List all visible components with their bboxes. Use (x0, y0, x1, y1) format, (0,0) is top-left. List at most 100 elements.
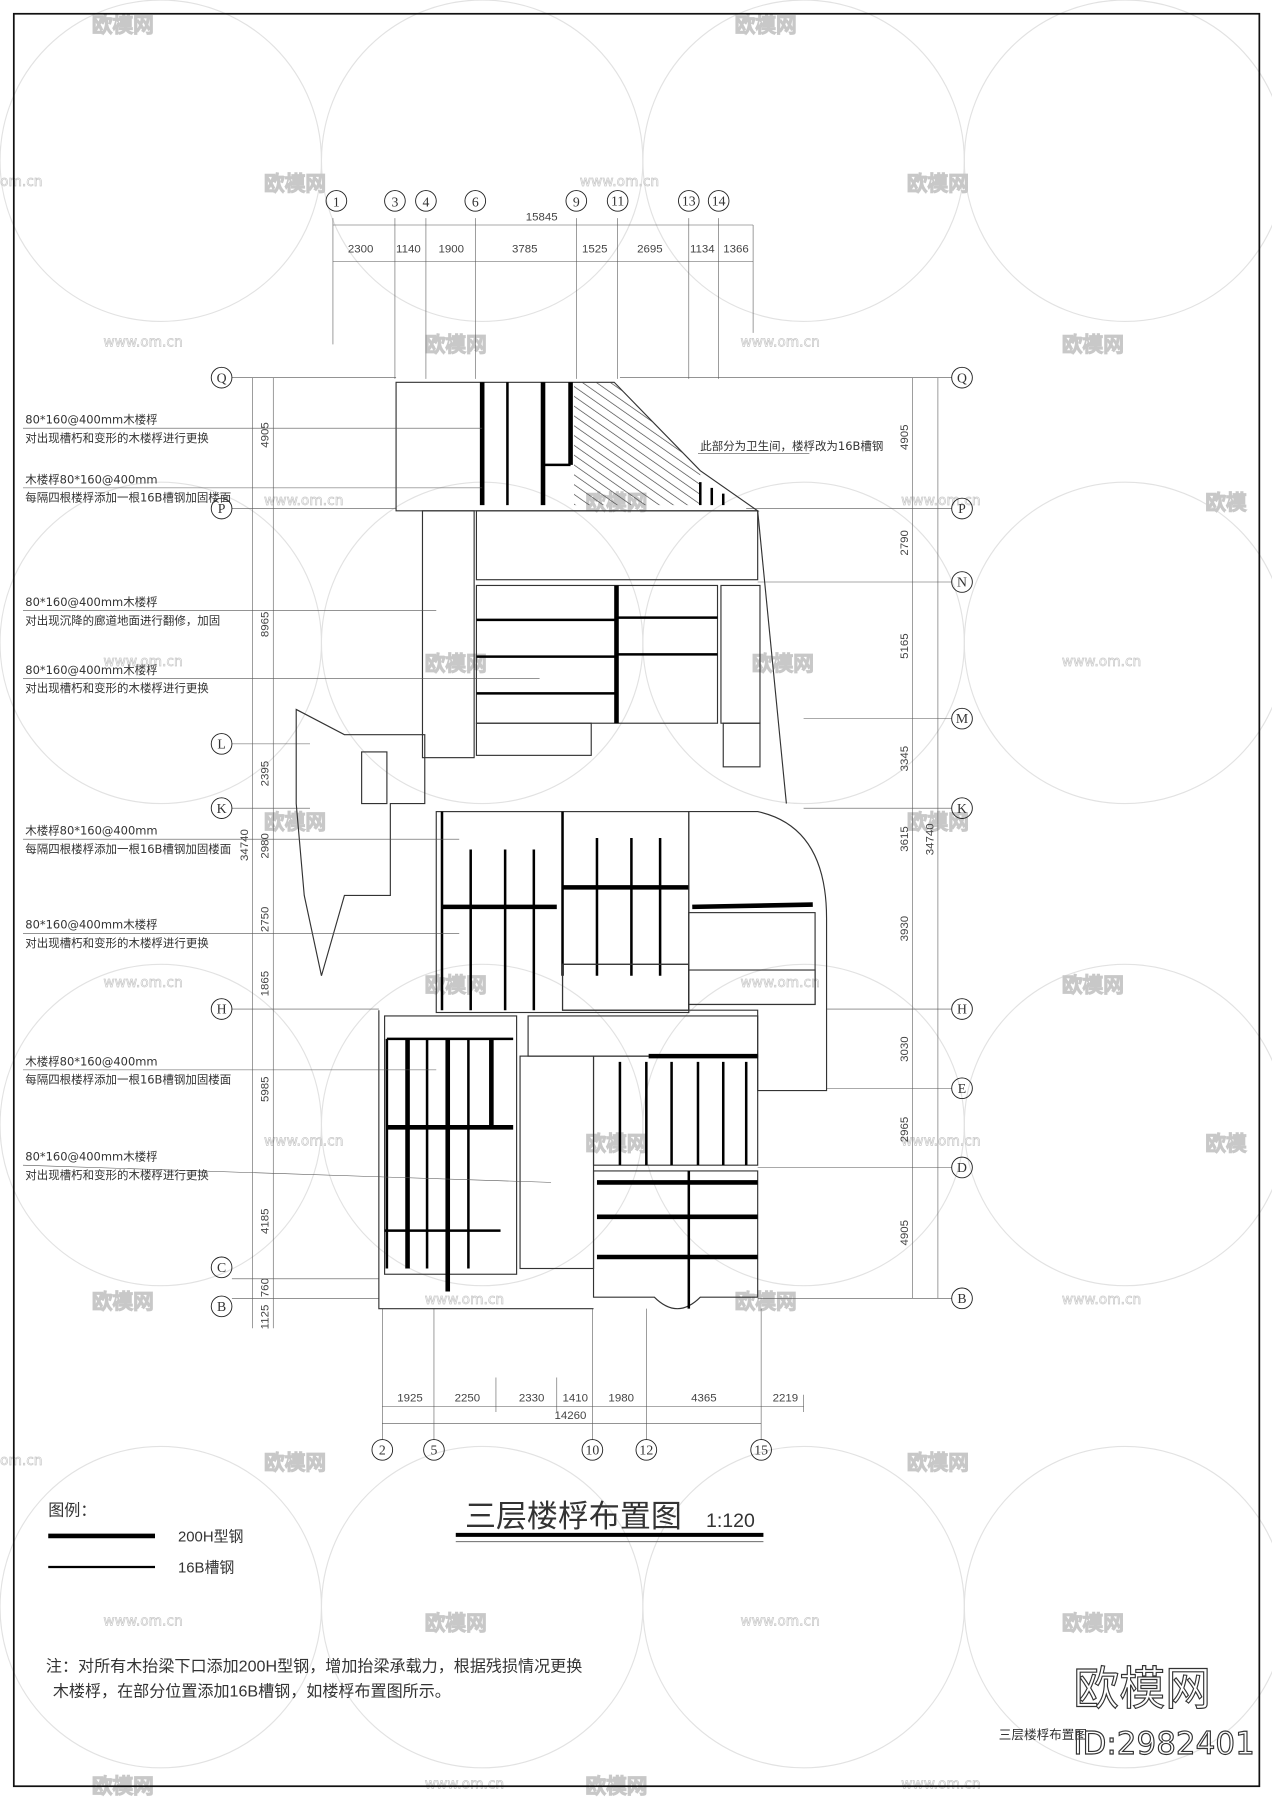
axis-label: 14 (712, 193, 726, 208)
axis-label: K (217, 801, 227, 816)
wall-outline (361, 751, 388, 805)
axis-label: 11 (611, 193, 624, 208)
right-dim: 3345 (899, 746, 911, 772)
axis-label: 2 (379, 1442, 386, 1457)
svg-text:欧模网: 欧模网 (1062, 973, 1124, 997)
svg-text:欧模网: 欧模网 (585, 1131, 647, 1155)
left-dim: 4905 (260, 422, 272, 448)
left-dim: 1865 (260, 971, 272, 997)
bottom-dim: 2330 (519, 1393, 545, 1405)
axis-label: B (217, 1299, 226, 1314)
svg-text:om.cn: om.cn (0, 1453, 43, 1469)
annotation-line2: 对出现槽朽和变形的木楼桴进行更换 (25, 431, 209, 445)
annotation-line2: 每隔四根楼桴添加一根16B槽钢加固楼面 (25, 491, 231, 505)
top-dim: 1900 (439, 244, 465, 256)
joist-area-hc-band (527, 1015, 759, 1057)
annotation-line2: 对出现槽朽和变形的木楼桴进行更换 (25, 936, 209, 950)
left-dim: 5985 (260, 1077, 272, 1103)
wall-outline (378, 1010, 594, 1310)
stair-area (421, 510, 475, 759)
legend-label: 16B槽钢 (178, 1560, 234, 1577)
svg-text:欧模网: 欧模网 (1062, 1611, 1124, 1635)
bottom-dim: 1410 (563, 1393, 589, 1405)
axis-label: H (217, 1002, 227, 1017)
svg-text:www.om.cn: www.om.cn (1062, 1292, 1141, 1308)
axis-label: 6 (472, 195, 479, 210)
joist-area-ed (592, 1053, 759, 1166)
bottom-dim: 1980 (608, 1393, 634, 1405)
svg-text:欧模: 欧模 (1205, 491, 1247, 515)
annotation-line1: 木楼桴80*160@400mm (25, 824, 157, 838)
right-dim: 2790 (899, 530, 911, 556)
top-total-dim: 15845 (526, 211, 558, 223)
right-dimension-chain: 4905 2790 5165 3345 3615 3930 3030 2965 … (619, 377, 952, 1299)
right-dim: 5165 (899, 633, 911, 659)
floor-plan: 此部分为卫生间，楼桴改为16B槽钢 (295, 381, 883, 1310)
top-dimension-chain: 15845 2300 1140 1900 3785 1525 2695 1134… (332, 211, 754, 379)
bathroom-note: 此部分为卫生间，楼桴改为16B槽钢 (700, 439, 883, 453)
joist-area-curved (688, 811, 828, 1092)
left-axis-bubbles: Q P L K H C B (210, 366, 233, 1318)
axis-label: E (958, 1081, 966, 1096)
left-dim: 2395 (260, 761, 272, 787)
annotation-line1: 80*160@400mm木楼桴 (25, 663, 157, 677)
axis-label: 13 (682, 193, 696, 208)
axis-label: N (957, 575, 967, 590)
axis-label: Q (217, 370, 227, 385)
joist-area-nm (475, 584, 761, 768)
joist-area-pn (475, 510, 759, 581)
right-dim: 4905 (899, 424, 911, 450)
bottom-dim: 2219 (773, 1393, 799, 1405)
general-notes: 注：对所有木抬梁下口添加200H型钢，增加抬梁承载力，根据残损情况更换 木楼桴，… (46, 1657, 582, 1700)
left-dimension-chain: 4905 8965 2395 2980 2750 1865 5985 4185 … (231, 377, 397, 1329)
bottom-dim: 1925 (397, 1393, 423, 1405)
svg-text:www.om.cn: www.om.cn (1062, 654, 1141, 670)
axis-label: M (956, 711, 968, 726)
svg-text:www.om.cn: www.om.cn (740, 975, 819, 991)
axis-label: 12 (639, 1442, 653, 1457)
right-dim: 4905 (899, 1220, 911, 1246)
legend-heading: 图例： (48, 1501, 96, 1519)
svg-text:欧模网: 欧模网 (752, 651, 814, 675)
right-axis-bubbles: Q P N M K H E D B (951, 366, 973, 1310)
bottom-dimension-chain: 1925 2250 2330 1410 1980 4365 2219 14260 (382, 1308, 804, 1440)
axis-label: 3 (391, 195, 398, 210)
left-dim: 760 (260, 1278, 272, 1297)
annotation-line1: 木楼桴80*160@400mm (25, 1054, 157, 1068)
annotation-line1: 80*160@400mm木楼桴 (25, 918, 157, 932)
top-dim: 2695 (637, 244, 663, 256)
axis-label: C (217, 1260, 226, 1275)
axis-label: L (217, 736, 225, 751)
right-total-dim: 34740 (924, 823, 936, 855)
note-line: 注：对所有木抬梁下口添加200H型钢，增加抬梁承载力，根据残损情况更换 (46, 1657, 582, 1675)
svg-text:www.om.cn: www.om.cn (901, 1777, 980, 1793)
annotation-line2: 对出现槽朽和变形的木楼桴进行更换 (25, 681, 209, 695)
svg-text:欧模网: 欧模网 (425, 973, 487, 997)
svg-text:欧模网: 欧模网 (735, 1290, 797, 1314)
top-dim: 1134 (690, 244, 715, 256)
bottom-axis-bubbles: 2 5 10 12 15 (371, 1439, 772, 1461)
svg-text:欧模网: 欧模网 (735, 13, 797, 37)
right-dim: 3615 (899, 826, 911, 852)
svg-text:欧模网: 欧模网 (907, 1450, 969, 1474)
annotation-line2: 对出现槽朽和变形的木楼桴进行更换 (25, 1168, 209, 1182)
watermark-id: ID:2982401 (1073, 1726, 1254, 1762)
annotation-line2: 每隔四根楼桴添加一根16B槽钢加固楼面 (25, 842, 231, 856)
left-dim: 2980 (260, 833, 272, 859)
legend-label: 200H型钢 (178, 1529, 243, 1546)
top-dim: 1525 (582, 244, 608, 256)
axis-label: K (957, 801, 967, 816)
svg-text:欧模: 欧模 (1205, 1131, 1247, 1155)
left-dim: 2750 (260, 907, 272, 933)
title-scale: 1:120 (706, 1510, 755, 1532)
svg-text:欧模网: 欧模网 (1062, 332, 1124, 356)
svg-text:www.om.cn: www.om.cn (264, 493, 343, 509)
svg-text:www.om.cn: www.om.cn (580, 174, 659, 190)
top-dim: 1140 (396, 244, 421, 256)
left-total-dim: 34740 (239, 829, 251, 861)
bottom-total-dim: 14260 (554, 1410, 586, 1422)
joist-area-top (395, 381, 760, 512)
svg-text:www.om.cn: www.om.cn (425, 1777, 504, 1793)
joist-area-hc-mid (519, 1055, 595, 1270)
